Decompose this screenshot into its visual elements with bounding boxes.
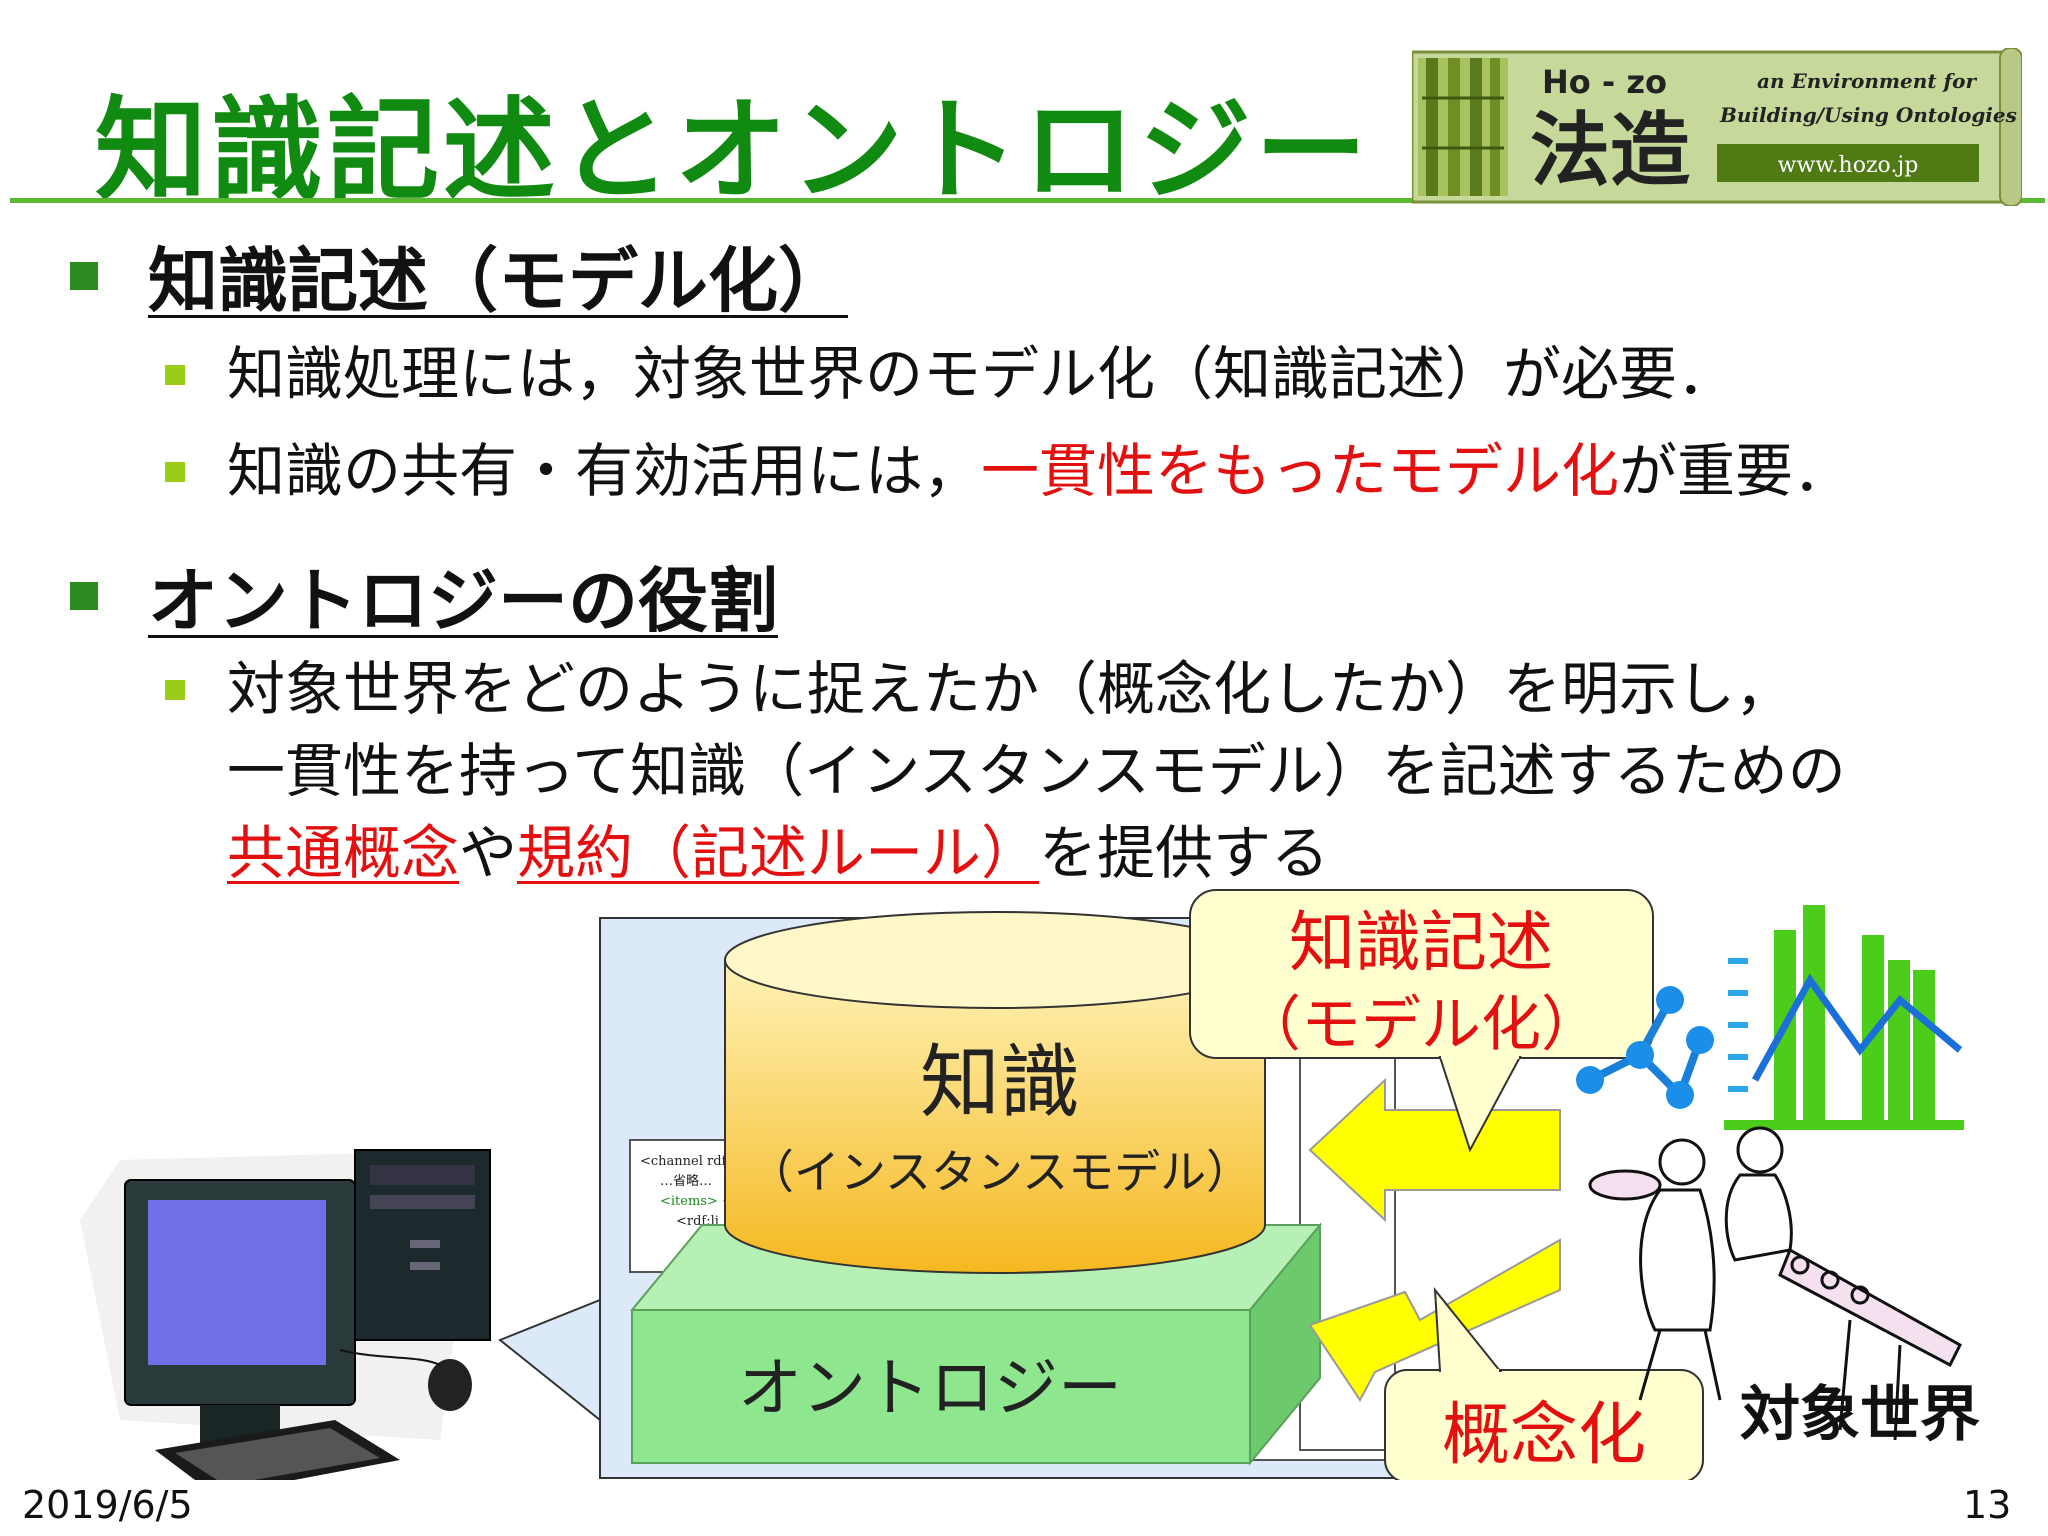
callout-modeling-line1: 知識記述 (1289, 904, 1553, 981)
logo-tagline-1: an Environment for (1757, 69, 1977, 93)
item-line-2: 一貫性を持って知識（インスタンスモデル）を記述するための (227, 737, 1846, 805)
code-line-1: <channel rdf (640, 1154, 728, 1169)
item-text-post: を提供する (1039, 819, 1330, 887)
section-2-item-1: 対象世界をどのように捉えたか（概念化したか）を明示し， 一貫性を持って知識（イン… (165, 648, 1846, 894)
section-2-heading: オントロジーの役割 (70, 545, 778, 646)
callout-conceptualization-text: 概念化 (1442, 1396, 1646, 1475)
slide-date: 2019/6/5 (22, 1483, 193, 1527)
code-line-2: …省略… (660, 1173, 712, 1189)
section-heading-text: 知識記述（モデル化） (148, 240, 848, 322)
monitor-screen (148, 1200, 326, 1365)
item-highlight-rules: 規約（記述ルール） (517, 819, 1040, 887)
section-1-heading: 知識記述（モデル化） (70, 225, 848, 326)
knowledge-cylinder-body (724, 960, 1266, 1274)
computer-icon (80, 1149, 491, 1480)
bullet-square-small (165, 680, 185, 700)
section-1-item-1: 知識処理には，対象世界のモデル化（知識記述）が必要． (165, 333, 1735, 415)
item-text-post: が重要． (1619, 437, 1852, 505)
bullet-square (70, 581, 98, 610)
modeling-arrow (1308, 1077, 1561, 1223)
hozo-logo: Ho - zo 法造 an Environment for Building/U… (1410, 47, 2023, 207)
mouse (428, 1359, 472, 1411)
title-underline (10, 198, 2045, 203)
slide-title: 知識記述とオントロジー (95, 86, 1371, 216)
logo-url: www.hozo.jp (1778, 153, 1919, 178)
bullet-square-small (165, 462, 185, 482)
instance-label: （インスタンスモデル） (748, 1145, 1252, 1199)
diagram: <channel rdf …省略… <items> < <rdf:li オントロ… (80, 889, 1980, 1480)
ontology-label: オントロジー (738, 1352, 1122, 1426)
code-line-3: <items> < (660, 1194, 733, 1209)
logo-brand: Ho - zo (1542, 63, 1667, 101)
item-text-pre: 知識の共有・有効活用には， (227, 437, 982, 505)
knowledge-cylinder-top (724, 911, 1266, 1009)
item-highlight-common-concepts: 共通概念 (227, 819, 460, 887)
item-text: 知識処理には，対象世界のモデル化（知識記述）が必要． (227, 340, 1736, 408)
ontology-box-front (631, 1309, 1251, 1464)
callout-modeling (1189, 889, 1654, 1059)
callout-conceptualization (1384, 1369, 1704, 1480)
page-number: 13 (1963, 1483, 2012, 1527)
knowledge-label: 知識 (920, 1036, 1080, 1129)
zoom-pointer (498, 1298, 601, 1423)
network-icon (1576, 986, 1714, 1109)
logo-kanji: 法造 (1530, 103, 1690, 197)
section-heading-text: オントロジーの役割 (148, 560, 778, 642)
section-1-item-2: 知識の共有・有効活用には，一貫性をもったモデル化が重要． (165, 430, 1851, 512)
world-label: 対象世界 (1740, 1380, 1980, 1450)
bar-chart-icon (1724, 905, 1964, 1130)
item-highlight: 一貫性をもったモデル化 (981, 437, 1620, 505)
bullet-square-small (165, 365, 185, 385)
item-line-1: 対象世界をどのように捉えたか（概念化したか）を明示し， (227, 655, 1794, 723)
logo-tagline-2: Building/Using Ontologies (1719, 103, 2017, 127)
item-text-mid: や (459, 819, 518, 887)
conceptualization-arrow (1308, 1238, 1561, 1402)
scientists-icon (1588, 1126, 1962, 1441)
item-line-3: 共通概念や規約（記述ルール）を提供する (227, 812, 1846, 894)
bullet-square (70, 261, 98, 290)
callout-modeling-line2: （モデル化） (1241, 990, 1601, 1060)
